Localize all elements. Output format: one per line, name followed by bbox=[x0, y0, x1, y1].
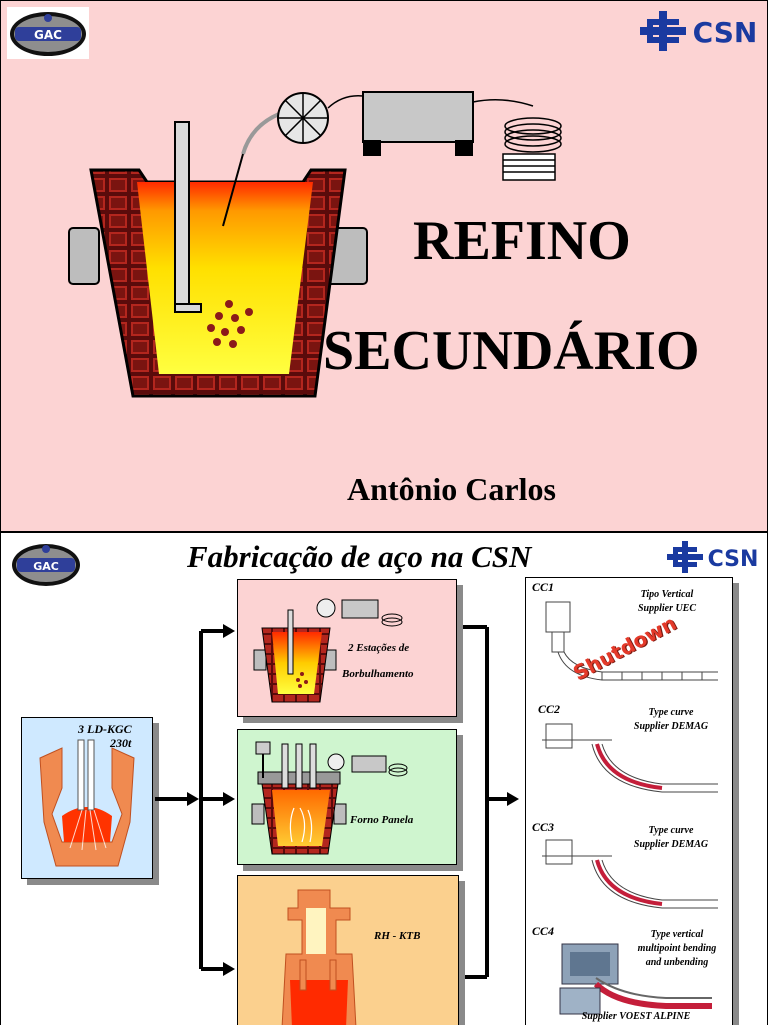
station-rh-ktb-label: RH - KTB bbox=[374, 930, 421, 942]
caster-cc4-supplier: Supplier VOEST ALPINE bbox=[581, 1011, 691, 1022]
station-bubbling-label-1: 2 Estações de bbox=[348, 642, 410, 654]
author: Antônio Carlos bbox=[347, 471, 556, 507]
casters-panel: CC1 Tipo Vertical Supplier UEC Shutdown … bbox=[525, 577, 733, 1025]
slide-title: Fabricação de aço na CSN bbox=[187, 539, 532, 574]
caster-cc3-id: CC3 bbox=[532, 820, 555, 834]
csn-logo-text: CSN bbox=[693, 16, 758, 49]
station-bubbling-label-2: Borbulhamento bbox=[342, 668, 414, 680]
caster-cc2-id: CC2 bbox=[538, 702, 561, 716]
process-slide: GAC Fabricação de aço na CSN CSN 3 LD-KG… bbox=[0, 532, 768, 1025]
caster-cc4: CC4 Type vertical multipoint bending and… bbox=[526, 922, 732, 1025]
caster-cc2-line2: Supplier DEMAG bbox=[633, 721, 709, 732]
title-line-1: REFINO bbox=[413, 210, 631, 272]
caster-cc4-line2: multipoint bending bbox=[637, 943, 717, 954]
caster-cc1: CC1 Tipo Vertical Supplier UEC Shutdown bbox=[526, 578, 732, 694]
caster-cc3-line1: Type curve bbox=[648, 825, 694, 836]
converter-box: 3 LD-KGC 230t bbox=[21, 717, 153, 879]
csn-logo-small-text: CSN bbox=[708, 547, 759, 572]
caster-cc4-line1: Type vertical bbox=[650, 929, 704, 940]
connector-arrows-right bbox=[461, 625, 519, 979]
gac-logo-small-text: GAC bbox=[33, 560, 59, 573]
csn-logo: CSN bbox=[637, 9, 761, 53]
caster-cc2-line1: Type curve bbox=[648, 707, 694, 718]
caster-cc4-id: CC4 bbox=[532, 924, 555, 938]
gac-logo-small: GAC bbox=[9, 537, 83, 589]
caster-cc4-line3: and unbending bbox=[645, 957, 709, 968]
gac-logo-text: GAC bbox=[34, 28, 62, 42]
caster-cc1-line1: Tipo Vertical bbox=[640, 589, 694, 600]
gac-logo: GAC bbox=[7, 7, 89, 59]
title-slide: GAC CSN bbox=[0, 0, 768, 532]
connector-arrows-left bbox=[155, 624, 235, 976]
station-bubbling: 2 Estações de Borbulhamento bbox=[237, 579, 457, 717]
ladle-illustration bbox=[63, 86, 573, 406]
csn-logo-small: CSN bbox=[665, 539, 761, 575]
caster-cc1-line2: Supplier UEC bbox=[637, 603, 697, 614]
converter-label-1: 3 LD-KGC bbox=[78, 722, 132, 736]
converter-label-2: 230t bbox=[110, 736, 132, 750]
station-ladle-furnace: Forno Panela bbox=[237, 729, 457, 865]
station-ladle-furnace-label: Forno Panela bbox=[350, 814, 414, 826]
caster-cc2: CC2 Type curve Supplier DEMAG bbox=[526, 696, 732, 808]
title-line-2: SECUNDÁRIO bbox=[323, 320, 700, 382]
caster-cc3-line2: Supplier DEMAG bbox=[633, 839, 709, 850]
caster-cc1-id: CC1 bbox=[532, 580, 555, 594]
caster-cc3: CC3 Type curve Supplier DEMAG bbox=[526, 810, 732, 922]
station-rh-ktb: RH - KTB bbox=[237, 875, 459, 1025]
